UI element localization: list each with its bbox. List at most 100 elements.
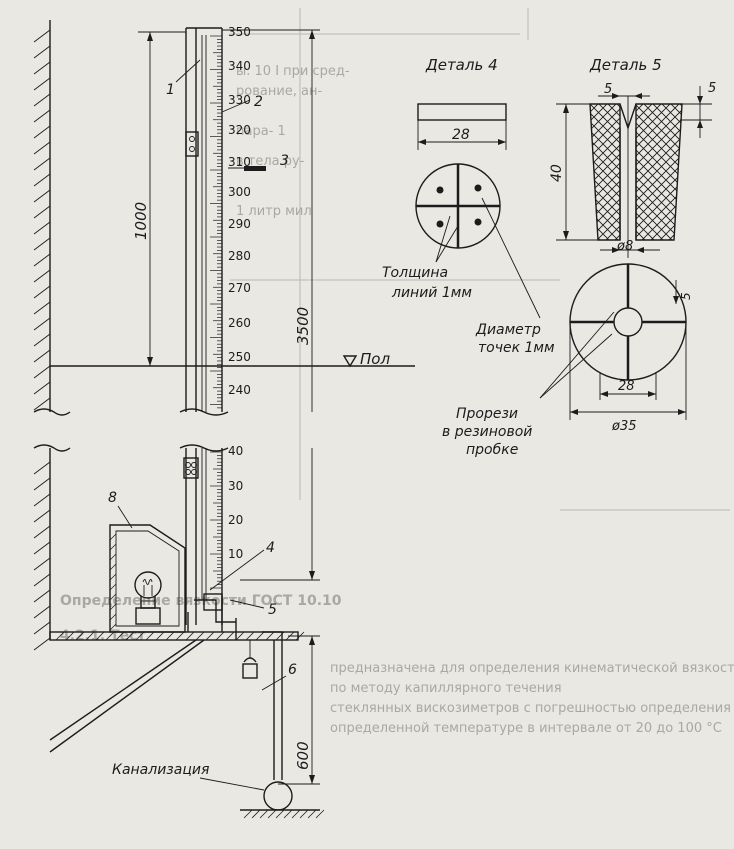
callout-2: 2 [254, 94, 263, 110]
wall-hatch-line [33, 397, 51, 411]
detail-4: Деталь 4 28 Толщина линий 1мм Диаметр то… [382, 56, 555, 356]
box-hatch-line [109, 603, 117, 611]
detail-4-note-lines-1: Толщина [382, 265, 448, 281]
box-hatch-line [109, 553, 117, 561]
dim-1000: 1000 [132, 31, 186, 366]
bg-heading-2: 4.2.1. Тест [60, 628, 146, 644]
scale-label-10: 10 [228, 547, 243, 561]
wall-hatch-line [33, 365, 51, 379]
detail-4-title: Деталь 4 [425, 56, 498, 74]
detail-5-note-1: Прорези [456, 406, 518, 422]
detail-4-note-lines-2: линий 1мм [391, 285, 472, 301]
light-bulb-icon [134, 571, 162, 625]
wall-hatch-line [33, 589, 51, 603]
shelf-hatch-line [195, 631, 205, 641]
detail-5: Деталь 5 5 5 40 ø8 [442, 56, 716, 458]
shelf-hatch-line [275, 631, 285, 641]
wall-hatch-line [33, 525, 51, 539]
wall-hatch-line [33, 77, 51, 91]
wall-hatch-line [33, 605, 51, 619]
wall-hatch-line [33, 621, 51, 635]
wall-hatch-line [33, 461, 51, 475]
scale-label-340: 340 [228, 59, 251, 73]
detail-4-width: 28 [452, 127, 470, 143]
bg-text-9: определенной температуре в интервале от … [330, 721, 722, 736]
shelf-hatch-line [295, 631, 305, 641]
wall-hatch-line [33, 541, 51, 555]
scale-label-320: 320 [228, 123, 251, 137]
scale-label-250: 250 [228, 350, 251, 364]
dim-600-label: 600 [294, 741, 312, 770]
dim-3500: 3500 [222, 29, 320, 581]
sewer-hatch-line [315, 809, 325, 819]
shelf-hatch-line [105, 631, 115, 641]
shelf-hatch-line [165, 631, 175, 641]
bottom-assembly [49, 593, 305, 780]
shelf-hatch-line [85, 631, 95, 641]
wall [33, 20, 71, 651]
detail-5-title: Деталь 5 [589, 56, 662, 74]
callout-3: 3 [280, 153, 289, 169]
dim-3500-label: 3500 [294, 307, 312, 345]
box-hatch-line [109, 593, 117, 601]
shelf-hatch-line [55, 631, 65, 641]
sewer: Канализация [112, 762, 325, 819]
callout-5: 5 [268, 602, 277, 618]
scale-label-260: 260 [228, 316, 251, 330]
lamp-box [109, 524, 186, 633]
detail-5-note-2: в резиновой [442, 424, 532, 440]
shelf-hatch-line [135, 631, 145, 641]
box-hatch-line [109, 533, 117, 541]
dim-600: 600 [278, 635, 320, 785]
box-hatch-line [109, 573, 117, 581]
wall-hatch-line [33, 493, 51, 507]
bg-text-5: 1 литр мил [236, 204, 312, 219]
wall-hatch-line [33, 253, 51, 267]
wall-hatch-line [33, 573, 51, 587]
box-hatch-line [109, 563, 117, 571]
shelf-hatch-line [65, 631, 75, 641]
bg-text-6: предназначена для определения кинематиче… [330, 661, 734, 676]
shelf-hatch-line [255, 631, 265, 641]
scale-label-330: 330 [228, 93, 251, 107]
shelf-hatch-line [265, 631, 275, 641]
detail-5-top-left: 5 [604, 82, 612, 97]
shelf-hatch-line [115, 631, 125, 641]
shelf-hatch-line [245, 631, 255, 641]
wall-hatch-line [33, 285, 51, 299]
shelf-hatch-line [225, 631, 235, 641]
wall-hatch-line [33, 333, 51, 347]
detail-5-top-right: 5 [708, 81, 716, 96]
scale-label-290: 290 [228, 217, 251, 231]
wall-hatch-line [33, 221, 51, 235]
floor-line: Пол [50, 350, 415, 368]
sewer-hatch-line [291, 809, 301, 819]
bg-text-2: рование, ан- [236, 84, 323, 99]
scale-label-350: 350 [228, 25, 251, 39]
wall-hatch-line [33, 189, 51, 203]
bg-heading-1: Определение вязкости ГОСТ 10.10 [60, 593, 342, 609]
wall-hatch-line [33, 317, 51, 331]
float-marker [244, 166, 266, 171]
box-hatch-line [109, 543, 117, 551]
callout-8: 8 [108, 490, 117, 506]
shelf-hatch-line [205, 631, 215, 641]
callout-1: 1 [166, 82, 175, 98]
wall-hatch-line [33, 141, 51, 155]
scale-label-20: 20 [228, 513, 243, 527]
wall-hatch-line [33, 125, 51, 139]
wall-hatch-line [33, 269, 51, 283]
detail-5-bottom-dia: ø8 [616, 239, 633, 254]
wall-hatch-line [33, 93, 51, 107]
shelf-hatch-line [95, 631, 105, 641]
wall-hatch-line [33, 477, 51, 491]
detail-5-outer-dia: ø35 [611, 419, 637, 434]
wall-hatch-line [33, 157, 51, 171]
scale-label-240: 240 [228, 383, 251, 397]
scale-label-280: 280 [228, 249, 251, 263]
wall-hatch-line [33, 61, 51, 75]
background-page-text: ы. 10 I при сред- рование, ан- пара- 1 в… [60, 8, 734, 736]
shelf-hatch-line [215, 631, 225, 641]
wall-hatch-line [33, 109, 51, 123]
